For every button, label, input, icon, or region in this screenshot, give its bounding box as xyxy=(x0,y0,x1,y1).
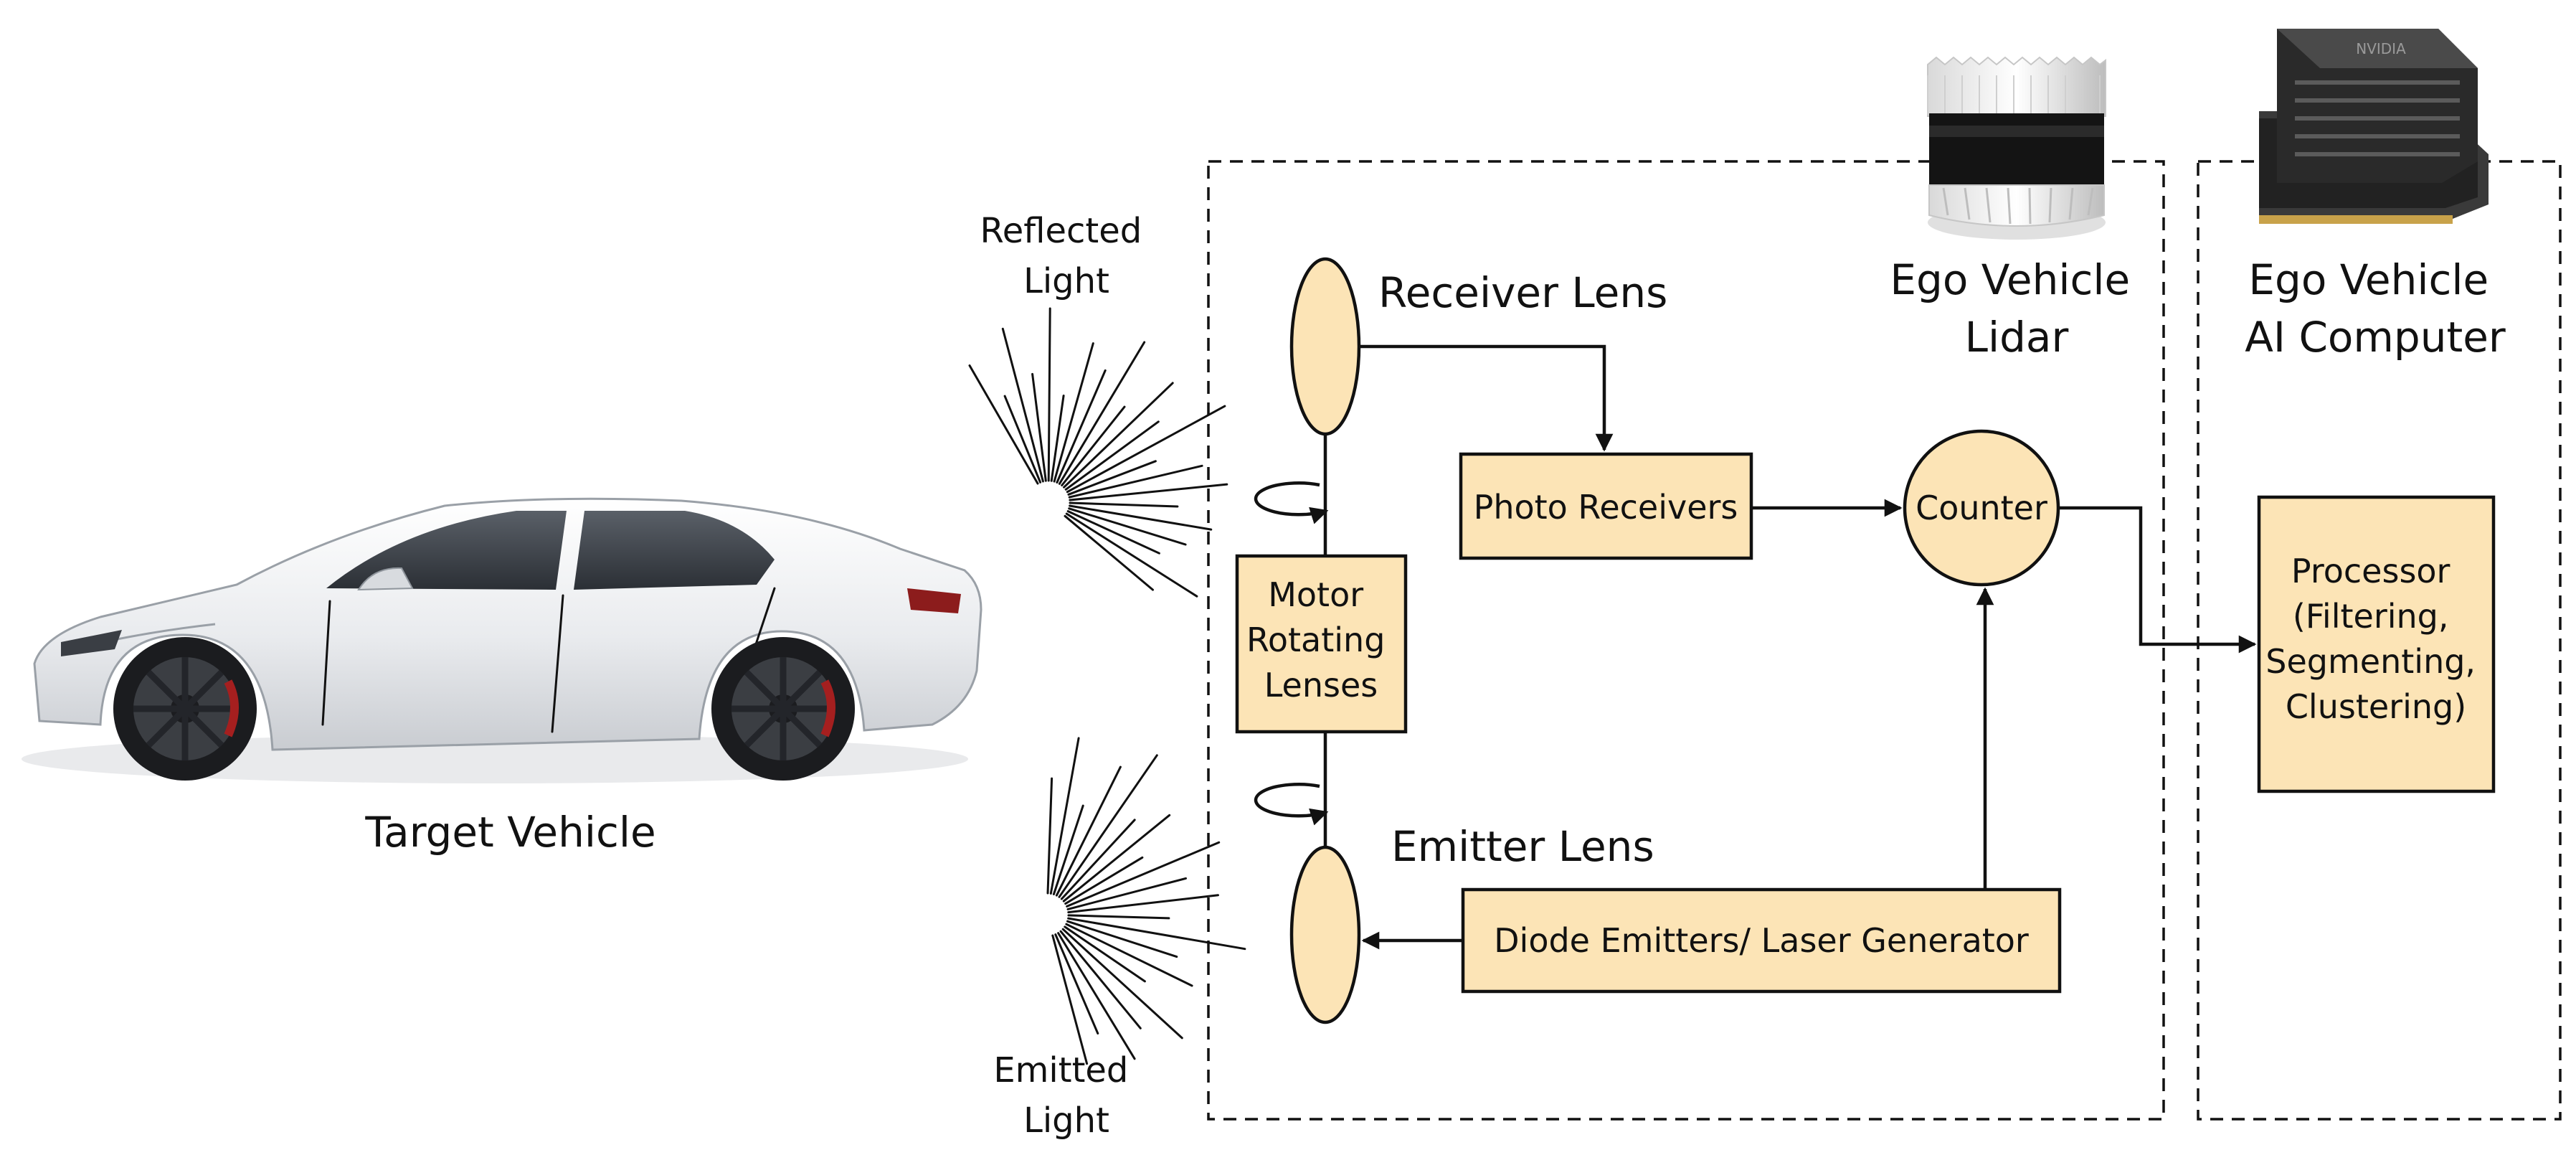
svg-text:Motor Rotating Len: Motor Rotating Lenses xyxy=(1246,575,1396,704)
light-ray xyxy=(1064,925,1146,983)
light-ray xyxy=(1059,930,1142,1029)
light-ray xyxy=(1062,814,1171,902)
light-ray xyxy=(1031,372,1047,482)
light-ray xyxy=(1049,737,1080,895)
light-ray xyxy=(1063,382,1174,489)
ego-vehicle-ai-computer-title: Ego Vehicle AI Computer xyxy=(2245,255,2506,362)
light-ray xyxy=(1058,341,1146,485)
rotation-arrow-bottom xyxy=(1254,783,1329,826)
motor-block: Motor Rotating Lenses xyxy=(1235,554,1408,734)
emitter-lens-label: Emitter Lens xyxy=(1391,822,1654,871)
light-ray xyxy=(1052,804,1084,895)
svg-text:Photo Receivers: Photo Receivers xyxy=(1474,488,1738,527)
light-ray xyxy=(1069,504,1213,531)
reflected-light-label: Reflected Light xyxy=(980,211,1153,301)
light-ray xyxy=(1001,327,1044,483)
counter-block: Counter xyxy=(1903,429,2060,587)
ai-computer-icon: NVIDIA xyxy=(2259,29,2489,224)
lidar-sensor-icon xyxy=(1927,56,2106,240)
light-ray xyxy=(1057,932,1136,1060)
light-ray xyxy=(1066,841,1221,908)
light-ray xyxy=(1047,307,1051,482)
receiver-to-photo-arrow xyxy=(1359,344,1614,452)
light-ray xyxy=(1067,914,1170,920)
light-ray xyxy=(1065,512,1198,598)
light-ray xyxy=(1051,934,1089,1065)
rear-wheel xyxy=(711,637,855,781)
photo-receivers-block: Photo Receivers xyxy=(1459,452,1753,560)
reflected-light-rays xyxy=(968,307,1228,598)
light-ray xyxy=(1066,510,1160,555)
emitter-lens xyxy=(1289,845,1361,1024)
light-ray xyxy=(1054,933,1099,1034)
ego-vehicle-lidar-title: Ego Vehicle Lidar xyxy=(1890,255,2143,362)
light-ray xyxy=(1067,894,1219,914)
nvidia-logo: NVIDIA xyxy=(2356,40,2406,57)
light-ray xyxy=(1064,856,1144,905)
diode-emitters-block: Diode Emitters/ Laser Generator xyxy=(1461,887,2062,994)
receiver-lens xyxy=(1289,257,1361,436)
light-ray xyxy=(1064,420,1160,491)
light-ray xyxy=(1056,369,1107,484)
svg-text:Processor (Filtering,: Processor (Filtering, Segmenting, Cluste… xyxy=(2265,552,2486,726)
light-ray xyxy=(1069,501,1179,508)
light-ray xyxy=(1061,928,1183,1040)
light-ray xyxy=(1067,917,1246,951)
emitted-light-rays xyxy=(1046,737,1246,1065)
svg-text:Diode Emitters/ Laser Generato: Diode Emitters/ Laser Generator xyxy=(1494,921,2029,960)
light-ray xyxy=(1066,877,1187,910)
light-ray xyxy=(1066,920,1178,958)
lidar-frame xyxy=(1207,160,2165,1121)
light-ray xyxy=(1069,483,1228,501)
light-ray xyxy=(1061,405,1126,486)
processor-block: Processor (Filtering, Segmenting, Cluste… xyxy=(2257,495,2496,793)
light-ray xyxy=(968,364,1039,485)
light-ray xyxy=(1050,395,1065,482)
light-ray xyxy=(1058,754,1158,898)
light-ray xyxy=(1066,405,1226,494)
light-ray xyxy=(1065,923,1193,987)
light-ray xyxy=(1055,765,1122,897)
receiver-lens-label: Receiver Lens xyxy=(1378,268,1667,317)
light-ray xyxy=(1046,777,1053,895)
light-ray xyxy=(1060,819,1136,900)
counter-to-processor-arrow xyxy=(2058,506,2257,654)
emitted-light-label: Emitted Light xyxy=(993,1050,1139,1141)
light-ray xyxy=(1053,342,1094,483)
rotation-arrow-top xyxy=(1254,481,1329,524)
light-ray xyxy=(1064,514,1154,591)
light-ray xyxy=(1068,507,1187,546)
front-wheel xyxy=(113,637,257,781)
target-vehicle-label: Target Vehicle xyxy=(364,808,655,857)
light-ray xyxy=(1068,464,1203,499)
svg-text:Counter: Counter xyxy=(1916,489,2047,527)
light-ray xyxy=(1003,395,1042,484)
light-ray xyxy=(1067,460,1157,496)
target-vehicle-car xyxy=(22,497,982,783)
